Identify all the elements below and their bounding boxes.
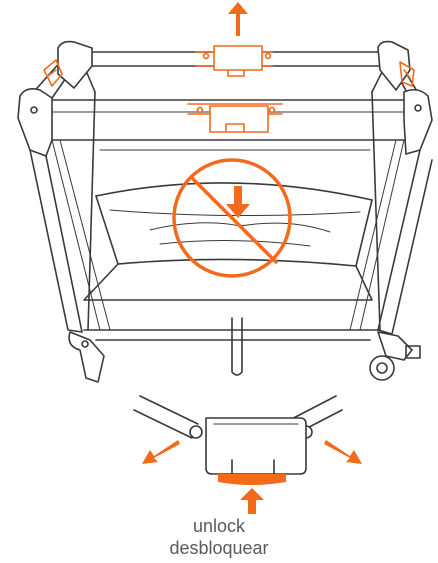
release-button bbox=[218, 474, 286, 485]
back-rail-latch bbox=[213, 45, 263, 71]
right-wheel bbox=[369, 355, 395, 381]
back-left-corner-hub bbox=[57, 40, 93, 89]
push-up-arrow-icon bbox=[240, 488, 264, 514]
front-right-corner-hub bbox=[403, 88, 433, 155]
right-foot bbox=[377, 331, 413, 361]
lift-up-arrow-icon bbox=[228, 2, 248, 36]
latch-body bbox=[205, 417, 307, 475]
back-left-accent bbox=[43, 59, 63, 87]
pull-left-arrow-icon bbox=[142, 440, 180, 464]
mattress-back-edge bbox=[95, 182, 373, 201]
left-foot bbox=[68, 331, 105, 383]
latch-detail bbox=[133, 395, 362, 514]
back-right-accent bbox=[399, 61, 415, 87]
push-down-arrow-icon bbox=[226, 186, 250, 218]
center-floor-support bbox=[231, 317, 243, 376]
pull-right-arrow-icon bbox=[324, 440, 362, 464]
no-pushing-down-sign-icon bbox=[172, 158, 292, 278]
rail-lock-markings bbox=[43, 45, 415, 133]
unlock-label-spanish: desbloquear bbox=[169, 538, 269, 558]
unlock-label: unlock bbox=[192, 516, 246, 536]
front-rail-latch bbox=[209, 105, 269, 133]
left-front-leg bbox=[29, 149, 83, 333]
front-left-corner-hub bbox=[17, 88, 53, 157]
right-front-leg bbox=[377, 149, 433, 335]
